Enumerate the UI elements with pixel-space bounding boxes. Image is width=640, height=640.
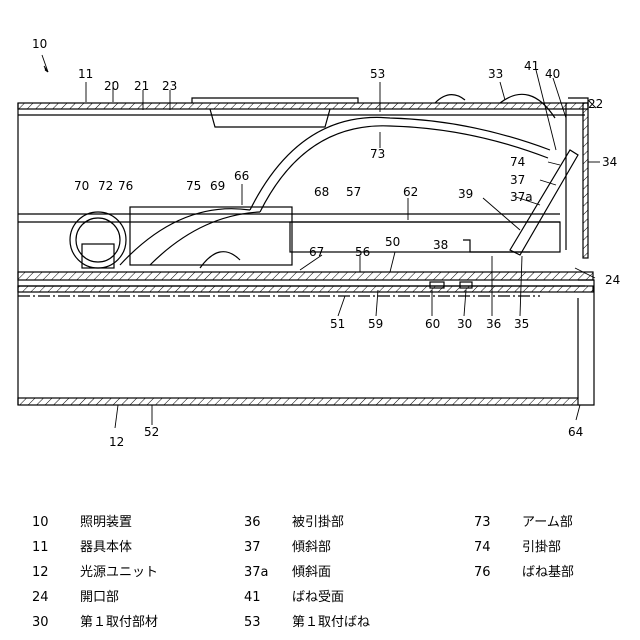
legend-text: 被引掛部 [292,515,344,531]
legend-num: 24 [32,590,49,606]
legend-text: 第１取付部材 [80,615,158,631]
reference-label-12: 12 [109,435,124,449]
legend-text: 引掛部 [522,540,561,556]
legend-text: 傾斜部 [292,540,331,556]
reference-label-41: 41 [524,59,539,73]
reference-label-21: 21 [134,79,149,93]
legend-text: 光源ユニット [80,565,158,581]
legend-num: 76 [474,565,491,581]
reference-label-36: 36 [486,317,501,331]
reference-label-22: 22 [588,97,603,111]
reference-label-40: 40 [545,67,560,81]
reference-label-67: 67 [309,245,324,259]
reference-label-59: 59 [368,317,383,331]
fixture-body-outline [18,94,594,405]
legend-num: 74 [474,540,491,556]
reference-label-30: 30 [457,317,472,331]
legend-text: 照明装置 [80,515,132,531]
cross-section-drawing: 10 11 20 21 23 53 33 41 40 22 34 74 37 37a 73 39 66 70 72 7… [0,0,640,500]
legend-text: 傾斜面 [292,565,331,581]
legend-num: 11 [32,540,49,556]
legend-num: 36 [244,515,261,531]
reference-label-69: 69 [210,179,225,193]
reference-label-75: 75 [186,179,201,193]
reference-label-37a: 37a [510,190,533,204]
reference-label-23: 23 [162,79,177,93]
reference-label-62: 62 [403,185,418,199]
legend-num: 73 [474,515,491,531]
reference-label-60: 60 [425,317,440,331]
reference-label-38: 38 [433,238,448,252]
reference-label-37: 37 [510,173,525,187]
reference-label-64: 64 [568,425,583,439]
legend-text: 第１取付ばね [292,615,370,631]
reference-label-70: 70 [74,179,89,193]
reference-label-68: 68 [314,185,329,199]
legend-num: 12 [32,565,49,581]
legend-num: 30 [32,615,49,631]
reference-label-76: 76 [118,179,133,193]
reference-label-35: 35 [514,317,529,331]
reference-label-11: 11 [78,67,93,81]
legend-num: 37 [244,540,261,556]
legend-num: 41 [244,590,261,606]
reference-label-50: 50 [385,235,400,249]
reference-label-56: 56 [355,245,370,259]
legend-num: 53 [244,615,261,631]
reference-label-53: 53 [370,67,385,81]
reference-label-51: 51 [330,317,345,331]
legend-text: ばね受面 [292,590,344,606]
reference-label-33: 33 [488,67,503,81]
legend-text: 器具本体 [80,540,132,556]
reference-label-57: 57 [346,185,361,199]
reference-label-24: 24 [605,273,620,287]
reference-label-73: 73 [370,147,385,161]
reference-label-74: 74 [510,155,525,169]
reference-label-10: 10 [32,37,47,51]
reference-label-66: 66 [234,169,249,183]
legend-num: 37a [244,565,269,581]
reference-label-72: 72 [98,179,113,193]
legend-text: アーム部 [522,515,573,531]
legend-num: 10 [32,515,49,531]
legend-text: ばね基部 [522,565,574,581]
reference-label-52: 52 [144,425,159,439]
reference-label-34: 34 [602,155,617,169]
reference-label-20: 20 [104,79,119,93]
legend-text: 開口部 [80,590,119,606]
reference-label-39: 39 [458,187,473,201]
